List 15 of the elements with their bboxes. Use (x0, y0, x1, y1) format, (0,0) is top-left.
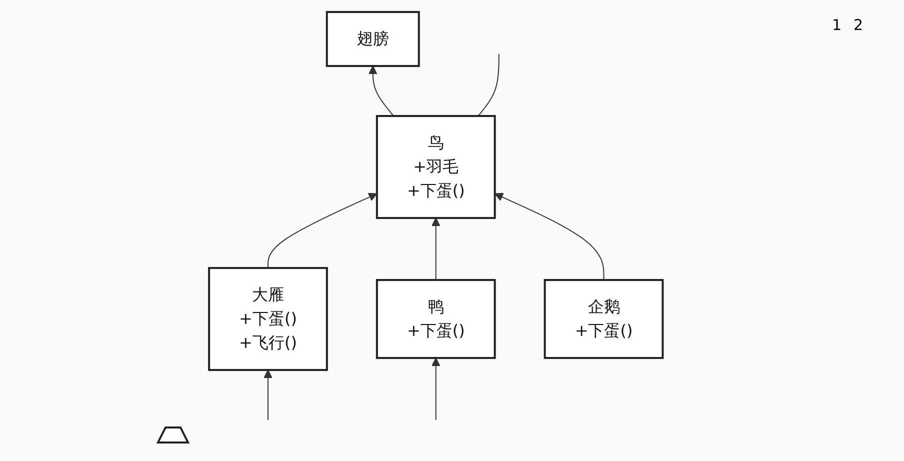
multiplicity-label: 2 (854, 16, 864, 34)
node-box: 翅膀 (326, 10, 420, 66)
arrow (368, 65, 394, 116)
node-box: 企鹅 +下蛋() (543, 278, 664, 358)
arrow (263, 369, 272, 420)
arrow (431, 357, 440, 420)
multiplicity-label: 1 (832, 16, 842, 34)
arrow (494, 192, 604, 280)
arrow (267, 192, 377, 268)
arrow (431, 217, 440, 280)
node-note (156, 426, 190, 443)
node-box: 鸟 +羽毛 +下蛋() (376, 114, 496, 218)
connector (477, 53, 500, 116)
node-box: 大雁 +下蛋() +飞行() (208, 266, 328, 370)
node-box: 鸭 +下蛋() (376, 278, 496, 358)
